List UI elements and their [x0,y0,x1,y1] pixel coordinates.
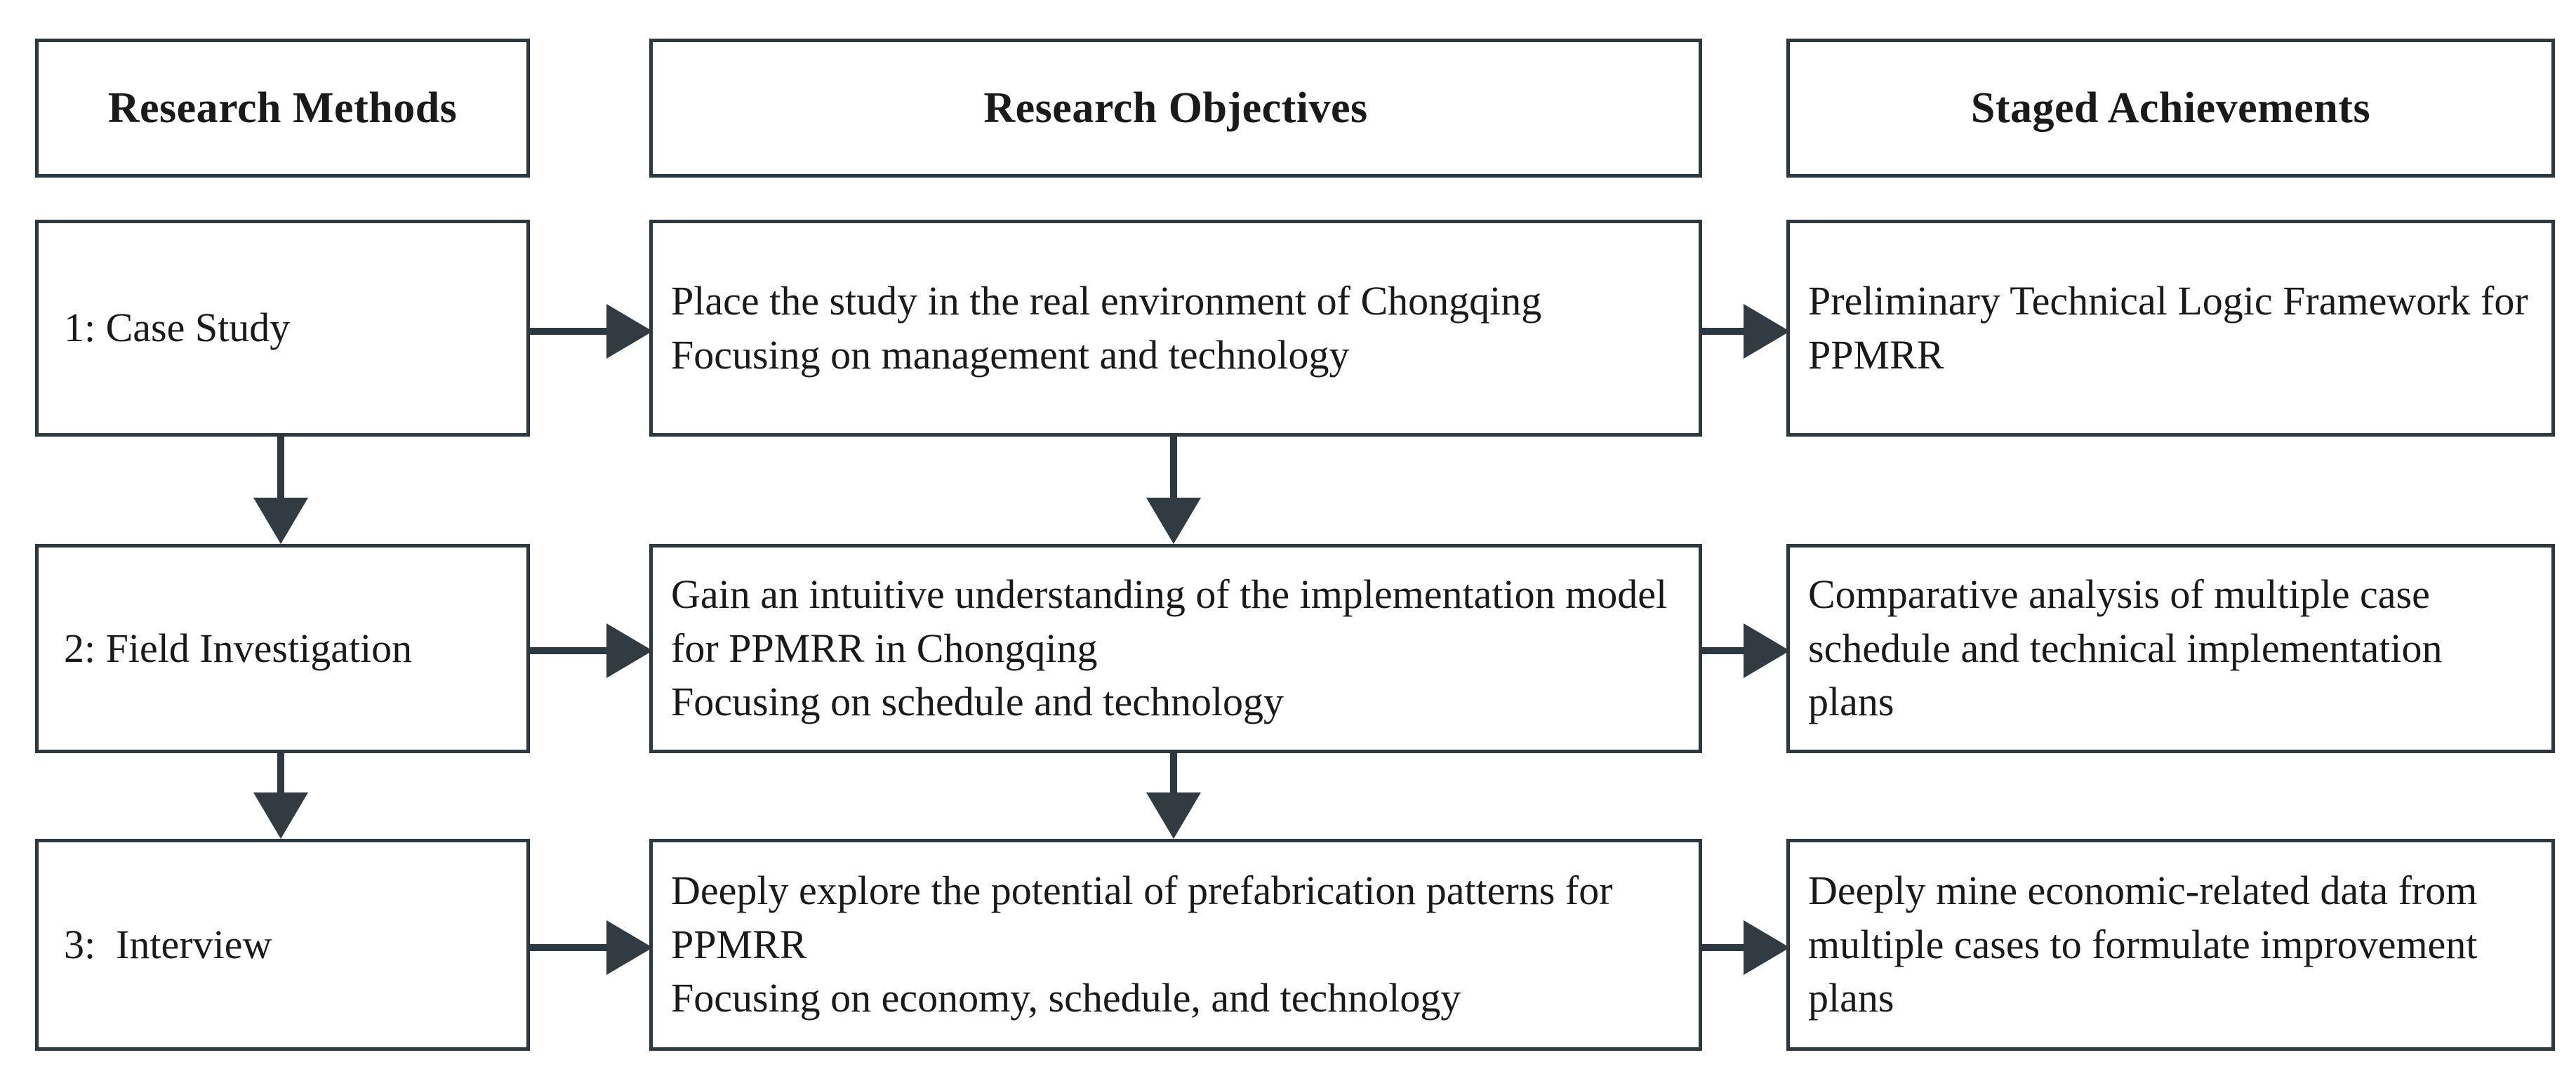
arrow-head-icon [1146,498,1201,544]
method-label-1: 1: Case Study [64,305,291,351]
header-box-research-objectives: Research Objectives [649,39,1702,178]
header-label-research-objectives: Research Objectives [983,84,1368,132]
arrow-shaft [530,944,611,951]
achievement-label-1: Preliminary Technical Logic Framework fo… [1808,277,2528,378]
method-label-3: 3: Interview [64,921,272,967]
achievement-box-1: Preliminary Technical Logic Framework fo… [1786,220,2555,437]
header-label-staged-achievements: Staged Achievements [1970,84,2371,132]
objective-box-3: Deeply explore the potential of prefabri… [649,839,1702,1051]
arrow-head-icon [1146,792,1201,839]
achievement-label-3: Deeply mine economic-related data from m… [1808,868,2478,1021]
achievement-box-2: Comparative analysis of multiple case sc… [1786,544,2555,753]
method-box-2: 2: Field Investigation [35,544,530,753]
arrow-head-icon [606,304,653,359]
objective-box-1: Place the study in the real environment … [649,220,1702,437]
achievement-label-2: Comparative analysis of multiple case sc… [1808,571,2443,725]
arrow-head-icon [1744,304,1790,359]
objective-label-1: Place the study in the real environment … [671,277,1542,378]
arrow-head-icon [1744,623,1790,678]
arrow-shaft [1170,751,1177,797]
arrow-head-icon [253,498,308,544]
objective-label-2: Gain an intuitive understanding of the i… [671,571,1668,725]
arrow-head-icon [606,623,653,678]
achievement-box-3: Deeply mine economic-related data from m… [1786,839,2555,1051]
arrow-shaft [1702,647,1748,654]
arrow-shaft [1170,435,1177,502]
header-box-research-methods: Research Methods [35,39,530,178]
header-label-research-methods: Research Methods [107,84,458,132]
method-box-1: 1: Case Study [35,220,530,437]
arrow-shaft [277,435,284,502]
arrow-shaft [530,328,611,335]
arrow-head-icon [1744,920,1790,975]
method-label-2: 2: Field Investigation [64,625,413,671]
arrow-shaft [530,647,611,654]
objective-box-2: Gain an intuitive understanding of the i… [649,544,1702,753]
arrow-head-icon [253,792,308,839]
objective-label-3: Deeply explore the potential of prefabri… [671,868,1613,1021]
arrow-shaft [1702,944,1748,951]
header-box-staged-achievements: Staged Achievements [1786,39,2555,178]
method-box-3: 3: Interview [35,839,530,1051]
arrow-shaft [277,751,284,797]
arrow-head-icon [606,920,653,975]
arrow-shaft [1702,328,1748,335]
